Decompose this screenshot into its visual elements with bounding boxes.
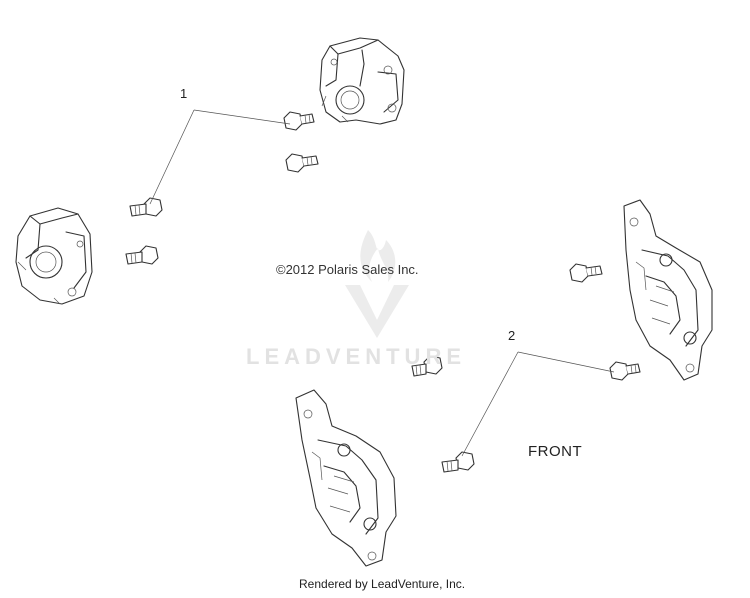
caliper-left xyxy=(15,207,93,305)
bolt-1a xyxy=(283,111,315,131)
watermark-logo xyxy=(345,230,409,338)
front-direction-label: FRONT xyxy=(528,443,583,460)
caliper-top-center xyxy=(319,37,405,125)
bolt-1b xyxy=(285,153,319,173)
bolt-2d xyxy=(441,451,475,473)
bolt-2b xyxy=(411,355,443,377)
leader-lines-2 xyxy=(461,351,615,457)
copyright-notice: ©2012 Polaris Sales Inc. xyxy=(276,262,419,277)
bolt-2a xyxy=(569,263,603,283)
bolt-2c xyxy=(609,361,641,381)
bolt-1c xyxy=(129,197,163,217)
render-credit: Rendered by LeadVenture, Inc. xyxy=(299,577,466,591)
callout-1: 1 xyxy=(180,86,188,101)
bolt-1d xyxy=(125,245,159,265)
leader-lines-1 xyxy=(149,109,291,205)
caliper-bottom-center xyxy=(295,389,397,567)
caliper-right xyxy=(623,199,713,381)
watermark-text: LEADVENTURE xyxy=(246,344,467,369)
callout-2: 2 xyxy=(508,328,516,343)
